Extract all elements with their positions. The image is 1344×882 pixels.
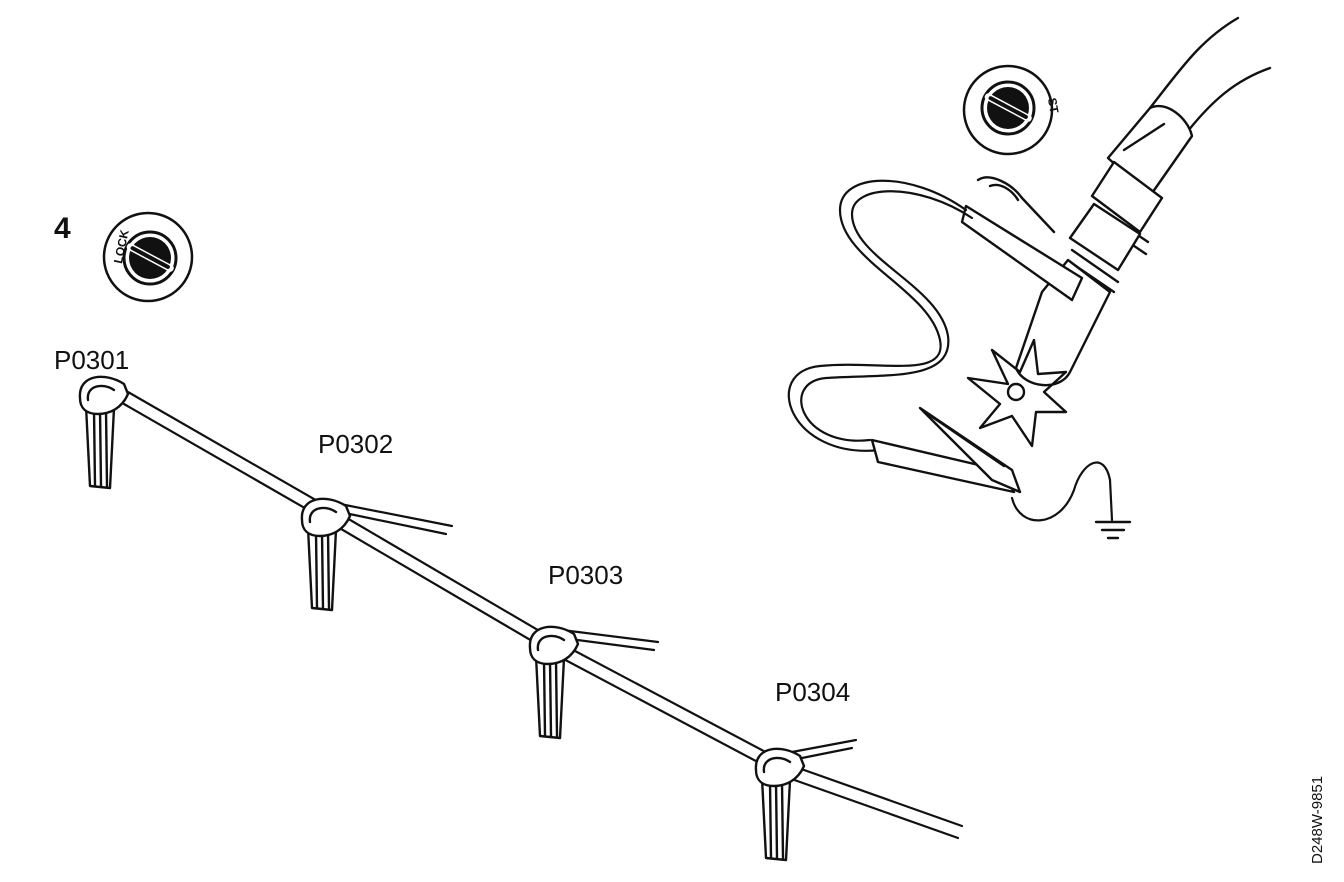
connector-group (78, 375, 806, 862)
ignition-coil-icon (966, 16, 1272, 448)
connector-label-p0301: P0301 (54, 345, 129, 375)
step-number: 4 (54, 212, 71, 245)
ignition-lock-label: LOCK (111, 228, 132, 264)
connector-label-p0304: P0304 (775, 677, 850, 707)
ignition-start-label: ST (1045, 97, 1062, 115)
spark-plug-connector-p0303 (528, 625, 580, 740)
figure-code: D248W-9851 (1309, 776, 1326, 864)
spark-plug-connector-p0302 (300, 497, 352, 612)
spark-plug-connector-p0304 (754, 747, 806, 862)
test-lead-icon (787, 176, 1132, 540)
ignition-lock-icon: LOCK (102, 211, 194, 303)
wire-harness (122, 390, 964, 840)
ignition-start-icon: ST (962, 64, 1062, 156)
connector-label-p0302: P0302 (318, 429, 393, 459)
connector-label-p0303: P0303 (548, 560, 623, 590)
spark-plug-connector-p0301 (78, 375, 130, 490)
